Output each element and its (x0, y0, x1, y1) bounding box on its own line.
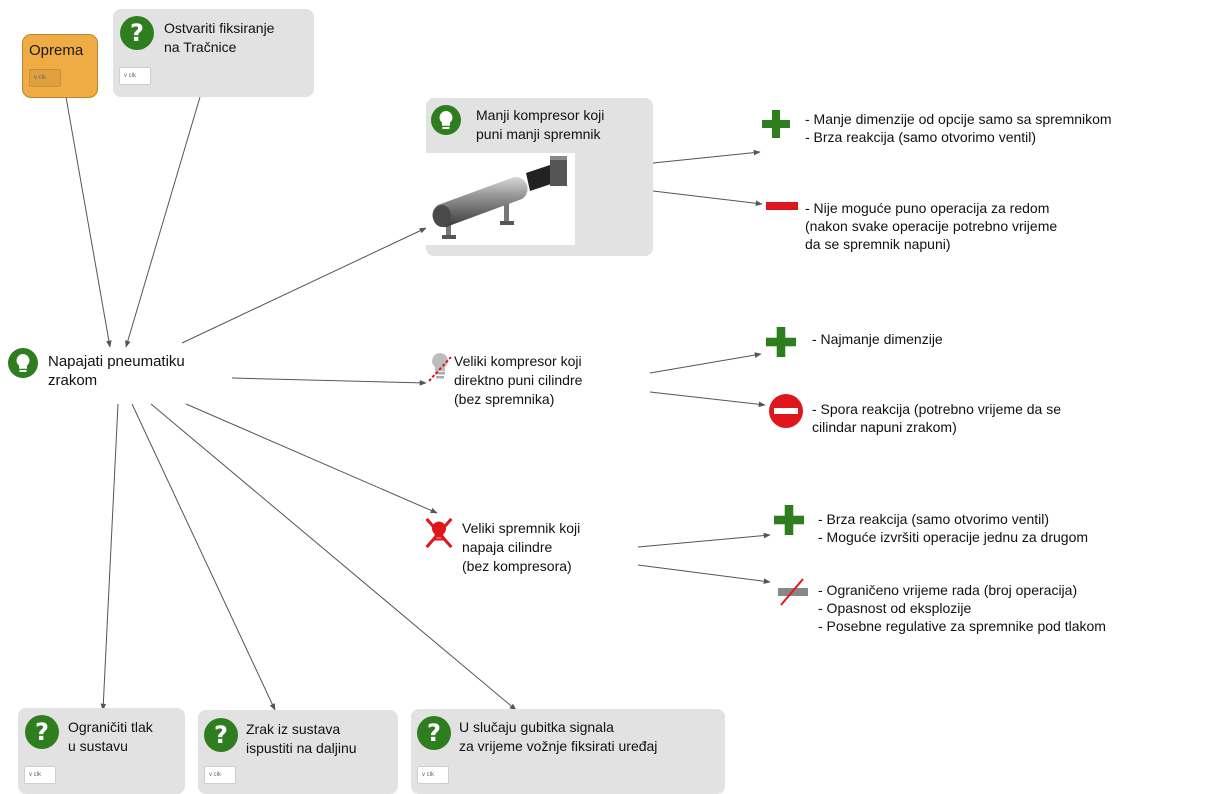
edge-manji-con (652, 190, 763, 207)
ostvariti-tag: v clk (119, 67, 151, 85)
ogr-tlak-tag: v clk (24, 766, 56, 784)
zrak-node[interactable]: ? Zrak iz sustava ispustiti na daljinu v… (198, 710, 398, 794)
manji-kompresor-node[interactable]: Manji kompresor koji puni manji spremnik (426, 98, 653, 256)
question-icon: ? (417, 716, 451, 750)
edge-vk-pro (649, 352, 762, 374)
crossed-minus-icon (778, 578, 808, 606)
edge-napajati-manji (181, 227, 427, 344)
ostvariti-label: Ostvariti fiksiranje na Tračnice (164, 20, 275, 55)
vk-pro-text: - Najmanje dimenzije (812, 331, 943, 347)
rejected-lightbulb-icon (425, 517, 453, 549)
gubitak-label: U slučaju gubitka signala za vrijeme vož… (459, 719, 658, 754)
plus-icon (762, 110, 790, 138)
oprema-title: Oprema (29, 42, 84, 59)
manji-con-text: - Nije moguće puno operacija za redom (n… (805, 200, 1058, 252)
edge-napajati-zrak (131, 403, 276, 711)
edge-oprema-napajati (65, 96, 112, 348)
question-icon: ? (120, 16, 154, 50)
napajati-label: Napajati pneumatiku zrakom (48, 353, 185, 389)
ogr-tlak-label: Ograničiti tlak u sustavu (68, 719, 153, 754)
gubitak-signala-node[interactable]: ? U slučaju gubitka signala za vrijeme v… (411, 709, 725, 794)
edge-napajati-veliki-spremnik (185, 403, 438, 514)
veliki-spremnik-node[interactable]: Veliki spremnik koji napaja cilindre (be… (420, 516, 640, 588)
edge-napajati-ogr-tlak (100, 403, 119, 711)
no-entry-icon (769, 394, 803, 428)
oprema-tag: v clk (29, 69, 61, 87)
zrak-label: Zrak iz sustava ispustiti na daljinu (246, 721, 357, 756)
compressor-image (426, 153, 575, 245)
minus-icon (766, 202, 798, 210)
question-icon: ? (25, 715, 59, 749)
edge-manji-pro (652, 149, 761, 164)
veliki-kompresor-node[interactable]: Veliki kompresor koji direktno puni cili… (420, 348, 652, 420)
zrak-tag: v clk (204, 766, 236, 784)
lightbulb-icon (8, 348, 38, 378)
crossed-lightbulb-icon (428, 353, 452, 382)
manji-pro-text: - Manje dimenzije od opcije samo sa spre… (805, 111, 1112, 145)
ogranicit-tlak-node[interactable]: ? Ograničiti tlak u sustavu v clk (18, 708, 185, 794)
plus-icon (766, 327, 796, 357)
vs-con-text: - Ograničeno vrijeme rada (broj operacij… (818, 582, 1106, 634)
edge-napajati-gubitak (150, 403, 517, 711)
veliki-kompresor-label: Veliki kompresor koji direktno puni cili… (454, 353, 583, 407)
edge-vk-con (649, 391, 766, 408)
lightbulb-icon (431, 105, 461, 135)
edge-vs-pro (637, 532, 771, 548)
napajati-node[interactable]: Napajati pneumatiku zrakom (8, 346, 238, 406)
question-icon: ? (204, 718, 238, 752)
vk-con-text: - Spora reakcija (potrebno vrijeme da se… (812, 401, 1062, 435)
ostvariti-node[interactable]: ? Ostvariti fiksiranje na Tračnice v clk (113, 9, 314, 97)
plus-icon (774, 505, 804, 535)
edge-ostvariti-napajati (125, 96, 201, 348)
manji-label: Manji kompresor koji puni manji spremnik (476, 107, 605, 142)
edge-vs-con (637, 564, 771, 584)
edge-napajati-veliki-kompresor (231, 377, 427, 386)
gubitak-tag: v clk (417, 766, 449, 784)
veliki-spremnik-label: Veliki spremnik koji napaja cilindre (be… (462, 520, 581, 574)
oprema-node[interactable]: Oprema v clk (22, 34, 98, 98)
vs-pro-text: - Brza reakcija (samo otvorimo ventil) -… (818, 511, 1089, 545)
